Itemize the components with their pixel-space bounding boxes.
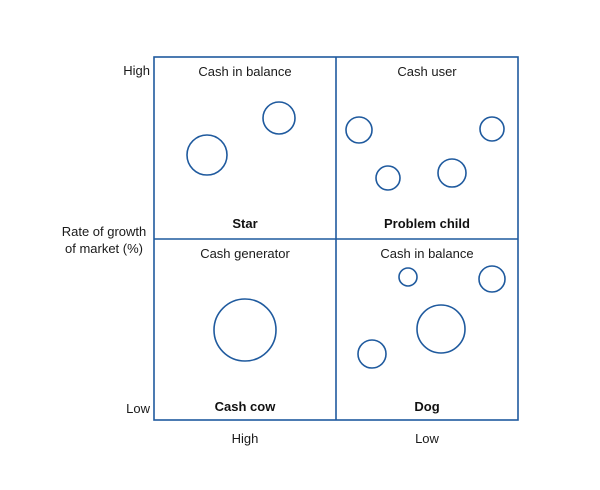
y-axis-high-label: High (123, 63, 150, 78)
star-circle (262, 101, 296, 135)
cash-cow-label: Cash cow (215, 399, 277, 414)
problem-child-label: Problem child (384, 216, 470, 231)
y-axis-low-label: Low (126, 401, 150, 416)
problem-child-circle (479, 116, 505, 142)
x-axis-low-label: Low (415, 431, 439, 446)
cash-cow-caption: Cash generator (200, 246, 290, 261)
dog-circle (398, 267, 418, 287)
star-circle (186, 134, 228, 176)
y-axis-title-line1: Rate of growth (62, 224, 147, 239)
problem-child-caption: Cash user (397, 64, 457, 79)
cash-cow-circle (213, 298, 277, 362)
problem-child-circle (375, 165, 401, 191)
x-axis-high-label: High (232, 431, 259, 446)
dog-circle (478, 265, 506, 293)
star-caption: Cash in balance (198, 64, 291, 79)
dog-circle (357, 339, 387, 369)
problem-child-circle (345, 116, 373, 144)
dog-circle (416, 304, 466, 354)
star-label: Star (232, 216, 257, 231)
problem-child-circle (437, 158, 467, 188)
dog-caption: Cash in balance (380, 246, 473, 261)
dog-label: Dog (414, 399, 439, 414)
y-axis-title-line2: of market (%) (65, 241, 143, 256)
